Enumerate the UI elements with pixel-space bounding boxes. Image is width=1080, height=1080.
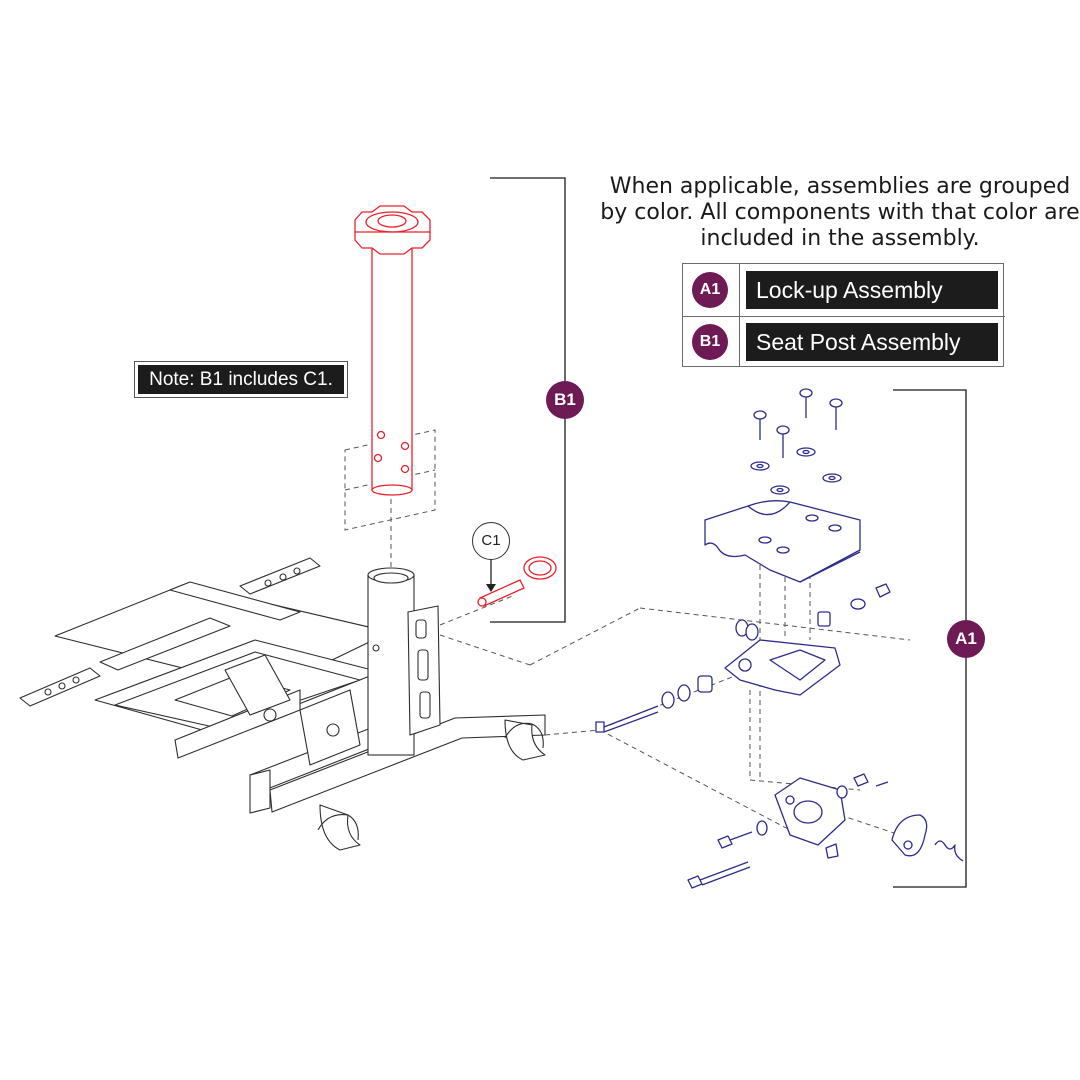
legend-badge-a1: A1: [692, 272, 728, 308]
assembly-legend: A1 Lock-up Assembly B1 Seat Post Assembl…: [682, 263, 1005, 368]
legend-row-b1: B1 Seat Post Assembly: [683, 316, 1005, 368]
screws-top: [753, 388, 843, 458]
legend-label-a1: Lock-up Assembly: [746, 271, 998, 309]
legend-label-b1: Seat Post Assembly: [746, 323, 998, 361]
note-box: Note: B1 includes C1.: [134, 361, 348, 398]
seat-post: [354, 205, 431, 496]
c1-callout: C1: [472, 522, 510, 560]
a1-callout-badge: A1: [947, 620, 985, 658]
b1-bracket: [490, 177, 566, 623]
note-text: Note: B1 includes C1.: [138, 365, 344, 394]
post-receiver: [367, 567, 441, 756]
base-frame: [19, 557, 546, 851]
a1-bracket: [893, 389, 967, 888]
locking-pin: [477, 556, 557, 607]
intro-text: When applicable, assemblies are grouped …: [600, 174, 1080, 251]
c1-arrowhead: [486, 584, 496, 592]
b1-callout-badge: B1: [546, 381, 584, 419]
legend-badge-b1: B1: [692, 324, 728, 360]
lockup-parts: [595, 388, 964, 889]
legend-divider: [739, 264, 740, 366]
legend-row-a1: A1 Lock-up Assembly: [683, 264, 1005, 317]
